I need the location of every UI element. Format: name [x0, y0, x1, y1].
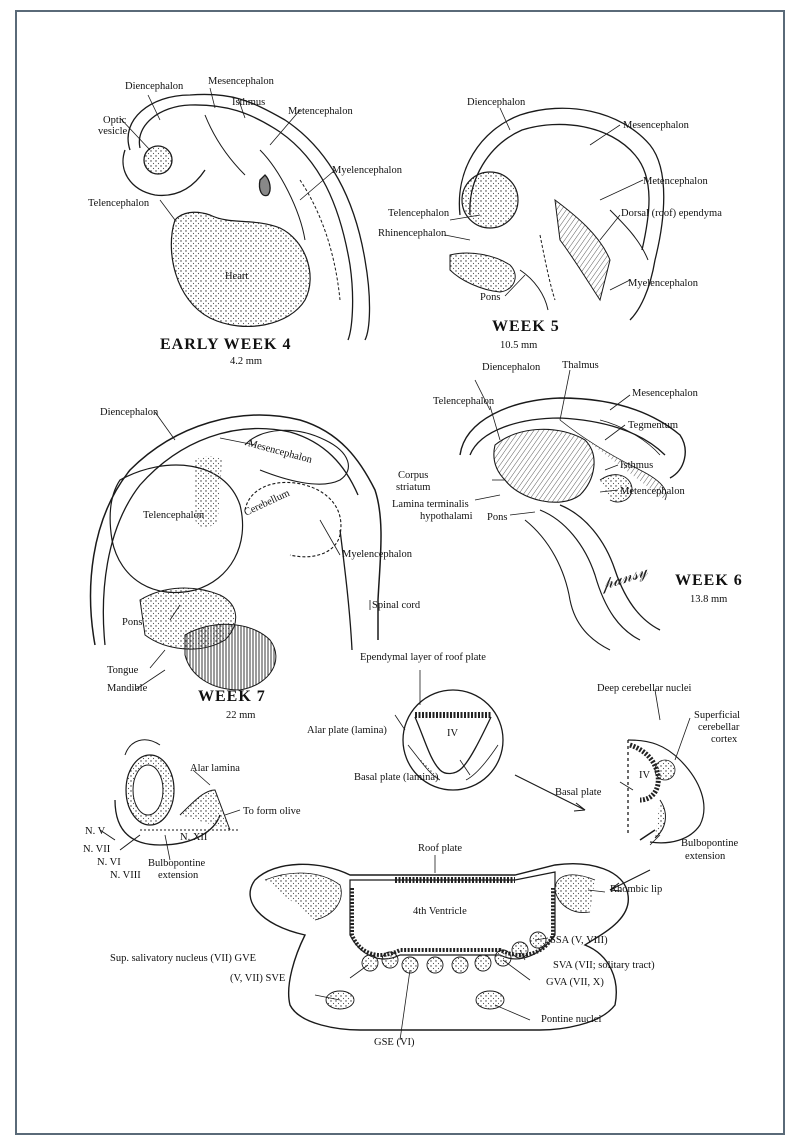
w7-label-diencephalon: Diencephalon: [100, 407, 158, 419]
w5-label-telencephalon: Telencephalon: [388, 208, 449, 220]
sb-label-sva: SVA (VII; solitary tract): [553, 960, 655, 972]
w6-label-isthmus: Isthmus: [620, 460, 653, 472]
sb-label-ventricle: 4th Ventricle: [413, 906, 467, 918]
w6-label-corpus-1: Corpus: [398, 470, 428, 482]
w4-label-diencephalon: Diencephalon: [125, 81, 183, 93]
w4-label-optic-2: vesicle: [98, 126, 127, 138]
w7-label-mandible: Mandible: [107, 683, 147, 695]
hb-label-to-form-olive: To form olive: [243, 806, 301, 818]
hb-label-bulbo-1: Bulbopontine: [148, 858, 205, 870]
w4-title: EARLY WEEK 4: [160, 336, 291, 354]
w5-size: 10.5 mm: [500, 340, 537, 351]
w5-label-myelencephalon: Myelencephalon: [628, 278, 698, 290]
sb-label-gve: Sup. salivatory nucleus (VII) GVE: [110, 953, 256, 965]
w6-label-diencephalon: Diencephalon: [482, 362, 540, 374]
sb-label-sve: (V, VII) SVE: [230, 973, 285, 985]
w7-title: WEEK 7: [198, 688, 266, 706]
sr-label-superficial-2: cerebellar: [698, 722, 739, 734]
w5-title: WEEK 5: [492, 318, 560, 336]
w5-label-metencephalon: Metencephalon: [643, 176, 708, 188]
sb-label-gva: GVA (VII, X): [546, 977, 604, 989]
hb-label-n5: N. V: [85, 826, 105, 838]
hindbrain-drawing: [100, 740, 240, 850]
hb-label-n12: N. XII: [180, 832, 207, 844]
w4-label-heart: Heart: [225, 271, 248, 283]
w7-label-spinal-cord: Spinal cord: [372, 600, 420, 612]
w7-label-telencephalon: Telencephalon: [143, 510, 204, 522]
w4-size: 4.2 mm: [230, 356, 262, 367]
sr-label-bulbo-2: extension: [685, 851, 725, 863]
w6-label-mesencephalon: Mesencephalon: [632, 388, 698, 400]
sb-label-pontine: Pontine nuclei: [541, 1014, 601, 1026]
week6-drawing: [460, 398, 685, 650]
sr-label-bulbo-1: Bulbopontine: [681, 838, 738, 850]
sb-label-gse: GSE (VI): [374, 1037, 415, 1049]
hb-label-alar-lamina: Alar lamina: [190, 763, 240, 775]
sb-label-rhombic-lip: Rhombic lip: [610, 884, 662, 896]
st-label-basal-plate: Basal plate (lamina): [354, 772, 439, 784]
w6-size: 13.8 mm: [690, 594, 727, 605]
sb-label-roof-plate: Roof plate: [418, 843, 462, 855]
w7-label-pons: Pons: [122, 617, 142, 629]
w6-label-telencephalon: Telencephalon: [433, 396, 494, 408]
w7-label-tongue: Tongue: [107, 665, 138, 677]
sr-label-basal-plate: Basal plate: [555, 787, 601, 799]
st-label-iv: IV: [447, 728, 458, 740]
w4-label-telencephalon: Telencephalon: [88, 198, 149, 210]
w4-label-isthmus: Isthmus: [232, 97, 265, 109]
w6-label-corpus-2: striatum: [396, 482, 430, 494]
sr-label-deep-nuclei: Deep cerebellar nuclei: [597, 683, 691, 695]
w5-label-pons: Pons: [480, 292, 500, 304]
w5-label-mesencephalon: Mesencephalon: [623, 120, 689, 132]
sr-label-iv: IV: [639, 770, 650, 782]
w6-label-metencephalon: Metencephalon: [620, 486, 685, 498]
w7-size: 22 mm: [226, 710, 255, 721]
w4-label-mesencephalon: Mesencephalon: [208, 76, 274, 88]
hb-label-n7: N. VII: [83, 844, 110, 856]
w5-label-dorsal-ependyma: Dorsal (roof) ependyma: [621, 208, 722, 220]
w6-label-thalmus: Thalmus: [562, 360, 599, 372]
st-label-alar-plate: Alar plate (lamina): [307, 725, 387, 737]
week7-drawing: [91, 415, 381, 690]
w4-label-myelencephalon: Myelencephalon: [332, 165, 402, 177]
sb-label-ssa: SSA (V, VIII): [550, 935, 608, 947]
w7-label-myelencephalon: Myelencephalon: [342, 549, 412, 561]
st-label-ependymal: Ependymal layer of roof plate: [360, 652, 486, 664]
section-right-drawing: [628, 740, 704, 843]
w6-label-lamina-1: Lamina terminalis: [392, 499, 469, 511]
w6-title: WEEK 6: [675, 572, 743, 590]
w6-label-tegmentum: Tegmentum: [628, 420, 678, 432]
w5-label-diencephalon: Diencephalon: [467, 97, 525, 109]
w5-label-rhinencephalon: Rhinencephalon: [378, 228, 446, 240]
hb-label-bulbo-2: extension: [158, 870, 198, 882]
w6-label-lamina-2: hypothalami: [420, 511, 473, 523]
sr-label-superficial-1: Superficial: [694, 710, 740, 722]
hb-label-n6: N. VI: [97, 857, 121, 869]
w6-label-pons: Pons: [487, 512, 507, 524]
sr-label-superficial-3: cortex: [711, 734, 737, 746]
w4-label-metencephalon: Metencephalon: [288, 106, 353, 118]
week4-drawing: [123, 94, 370, 340]
hb-label-n8: N. VIII: [110, 870, 141, 882]
